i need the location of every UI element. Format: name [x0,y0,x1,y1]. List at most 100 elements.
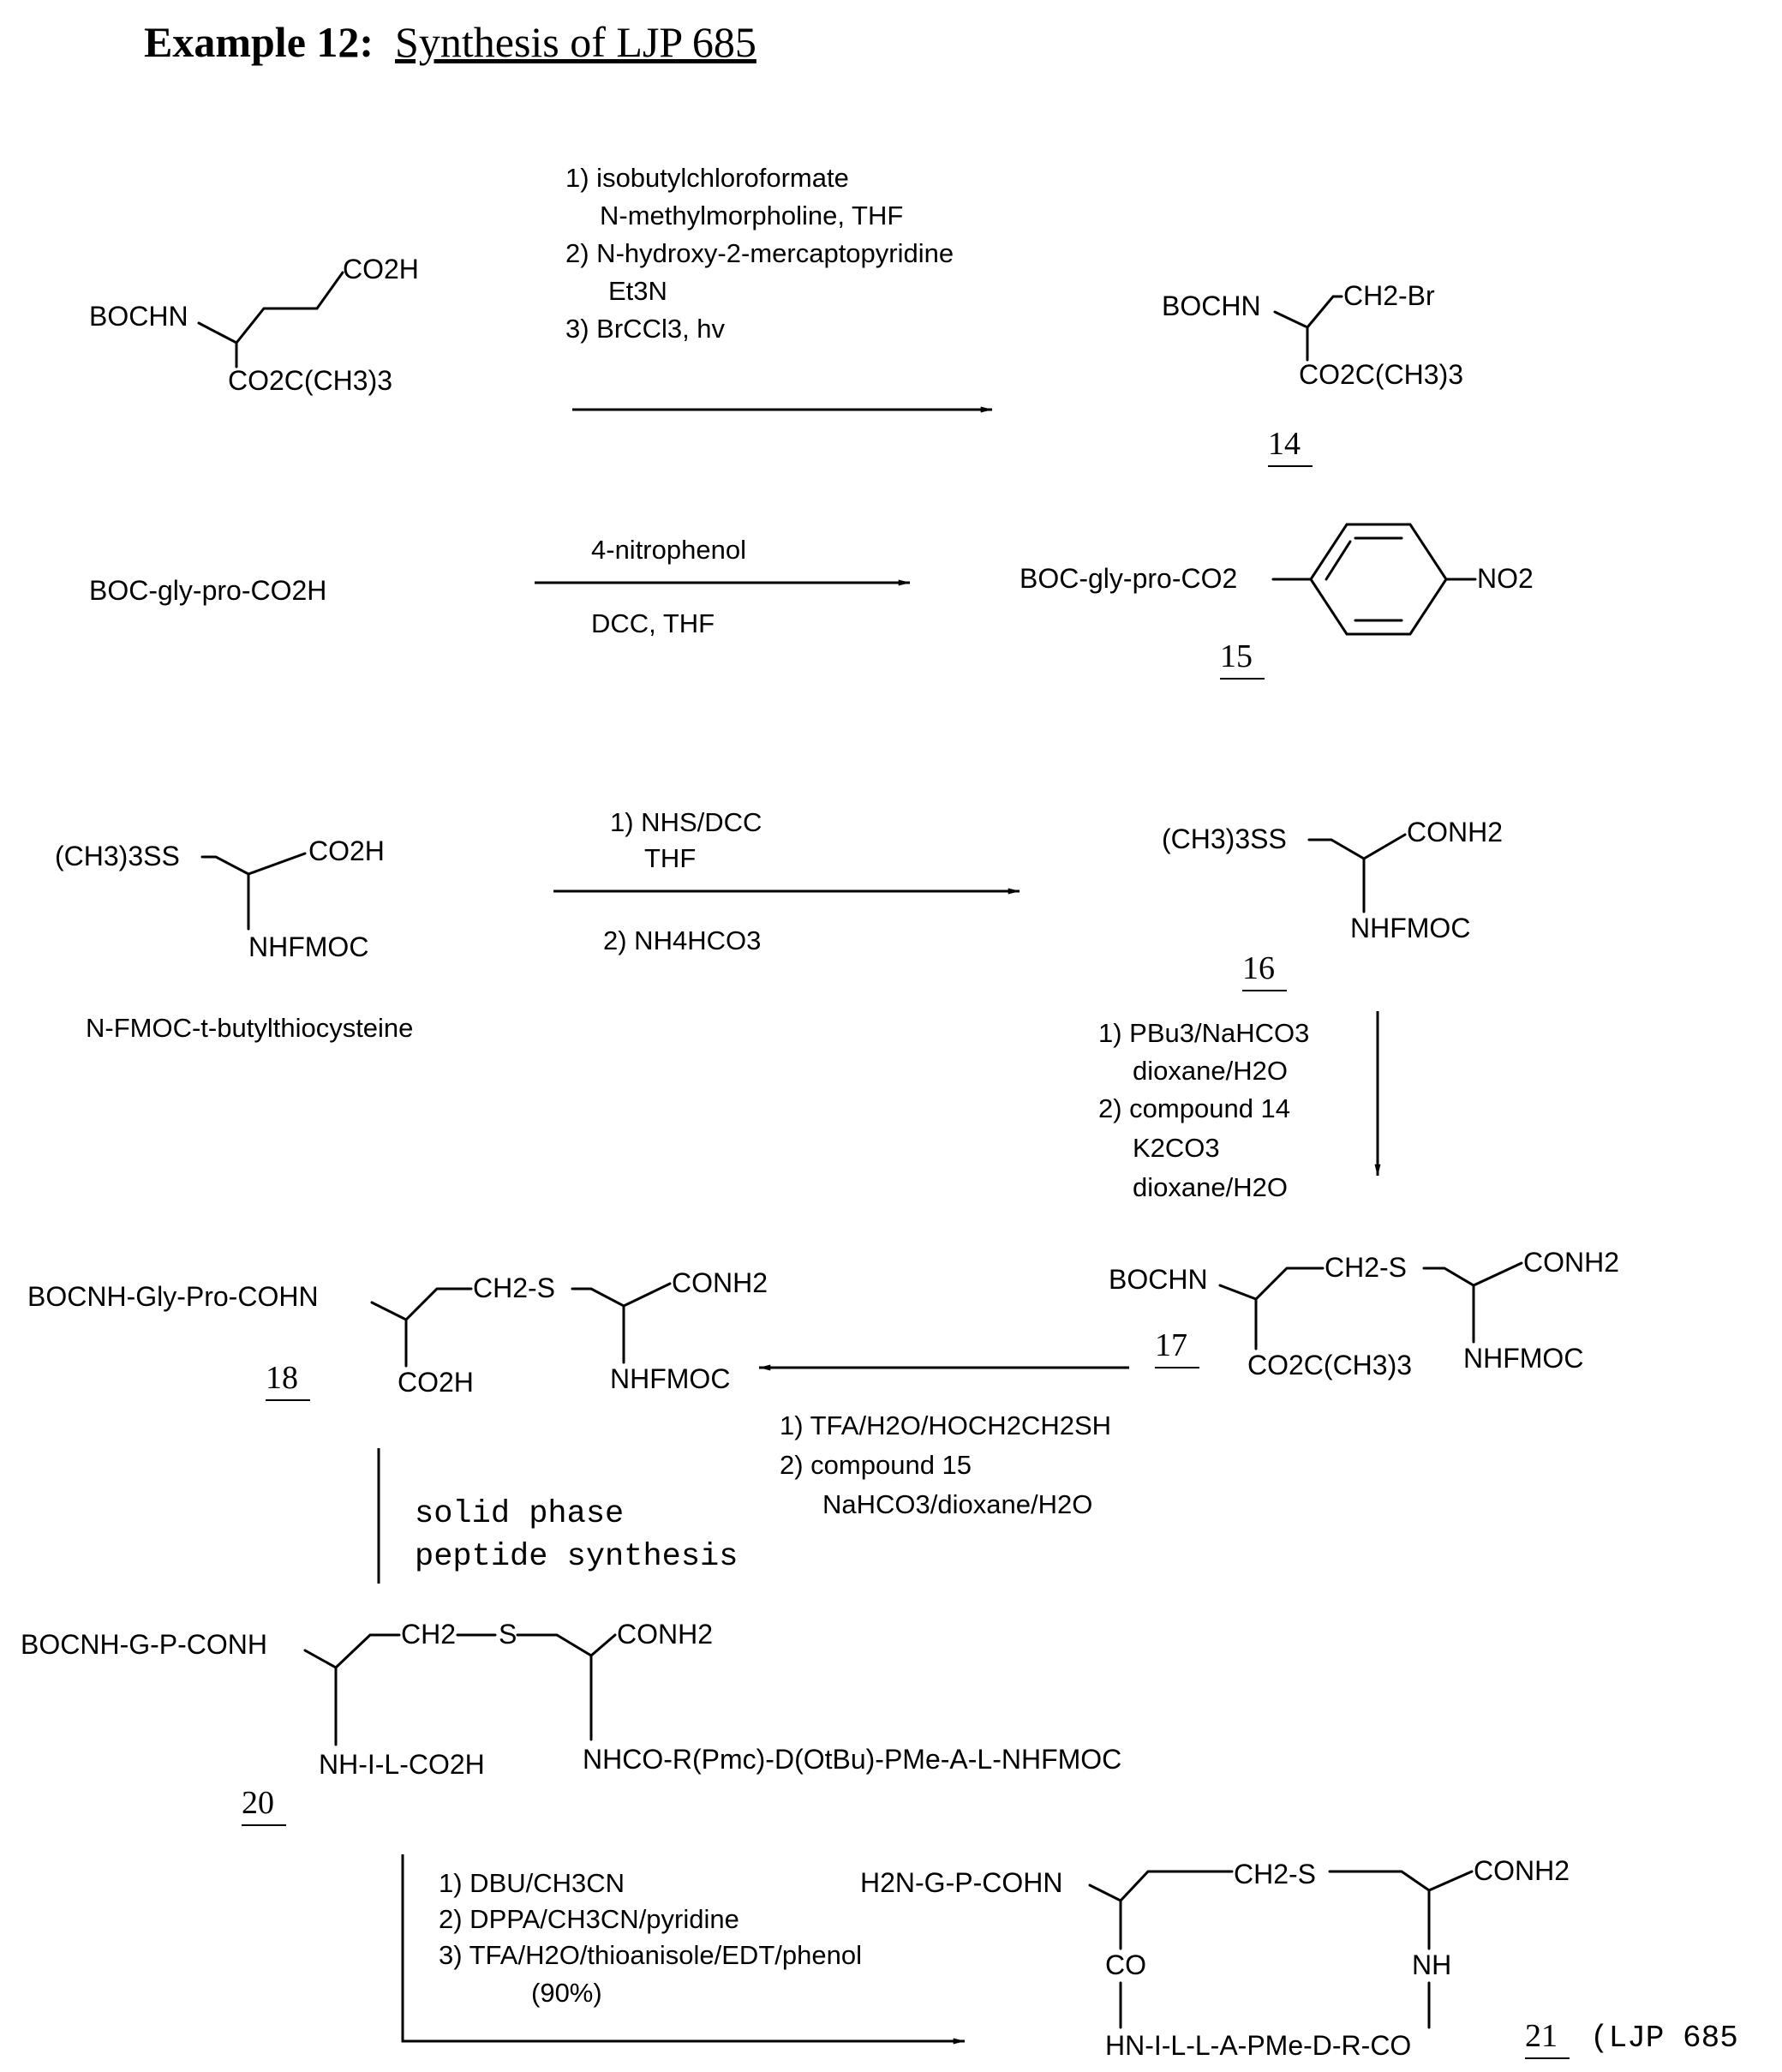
sm3-name: N-FMOC-t-butylthiocysteine [86,1013,413,1043]
cpd21-name: (LJP 685 [1590,2021,1738,2056]
sm3-chain-bonds [202,853,305,874]
cpd16-chain-bonds [1309,835,1405,859]
cpd20-label: 20 [242,1785,274,1821]
step5-reagent-3: NaHCO3/dioxane/H2O [822,1489,1092,1519]
cpd17-amine-label: NHFMOC [1463,1343,1583,1374]
step6-reagent-2: peptide synthesis [415,1539,738,1575]
step1-reagent-2: N-methylmorpholine, THF [600,201,903,231]
cpd21-left-label: H2N-G-P-COHN [860,1867,1062,1898]
step5-reagent-1: 1) TFA/H2O/HOCH2CH2SH [780,1410,1111,1440]
cpd20-left-bonds [305,1635,399,1668]
cpd20-amide-label: CONH2 [617,1619,713,1650]
compound-15: BOC-gly-pro-CO2 NO2 15 [1020,524,1534,679]
cpd21-right-bonds [1330,1871,1472,1890]
cpd18-left-bonds [372,1289,471,1320]
step1-reagent-4: Et3N [608,276,667,306]
cpd16-label: 16 [1242,950,1275,986]
cpd20-chain2-label: NHCO-R(Pmc)-D(OtBu)-PMe-A-L-NHFMOC [583,1744,1121,1775]
step3-conditions: 1) NHS/DCC THF 2) NH4HCO3 [553,807,1020,955]
cpd17-ester-label: CO2C(CH3)3 [1247,1350,1412,1380]
cpd20-s-label: S [499,1619,517,1650]
cpd21-label: 21 [1525,2018,1558,2054]
cpd21-nh-label: NH [1412,1949,1451,1980]
glutamate-starting-material: BOCHN CO2H CO2C(CH3)3 [89,254,419,396]
step7-yield: (90%) [531,1978,602,2008]
cpd18-amide-label: CONH2 [672,1267,768,1298]
cpd20-chain1-label: NH-I-L-CO2H [319,1749,485,1780]
sm1-ester-label: CO2C(CH3)3 [228,365,392,396]
step3-reagent-3: 2) NH4HCO3 [603,925,761,955]
step7-reagent-1: 1) DBU/CH3CN [439,1868,625,1898]
step2-row: BOC-gly-pro-CO2H 4-nitrophenol DCC, THF [89,535,910,638]
cpd14-side-label: CH2-Br [1343,280,1435,311]
cpd16-amide-label: CONH2 [1407,817,1503,847]
cpd15-label: 15 [1220,638,1253,674]
step1-reagent-1: 1) isobutylchloroformate [565,163,849,193]
cpd17-right-bonds [1424,1263,1522,1285]
cpd15-left-label: BOC-gly-pro-CO2 [1020,563,1237,594]
cysteine-starting-material: (CH3)3SS CO2H NHFMOC N-FMOC-t-butylthioc… [55,835,413,1043]
step4-reagent-4: K2CO3 [1133,1133,1220,1163]
sm1-boc-label: BOCHN [89,301,188,332]
cpd17-boc-label: BOCHN [1109,1264,1208,1295]
step2-reagent-bottom: DCC, THF [591,608,715,638]
step7-reagent-2: 2) DPPA/CH3CN/pyridine [439,1904,739,1934]
step1-conditions: 1) isobutylchloroformate N-methylmorphol… [565,163,992,410]
cpd15-benzene-ring [1311,524,1446,634]
cpd17-label: 17 [1155,1327,1187,1363]
step4-reagent-2: dioxane/H2O [1133,1056,1288,1086]
step3-reagent-1: 1) NHS/DCC [610,807,762,837]
cpd15-ring-double-bonds [1326,538,1402,620]
cpd18-ch2s-label: CH2-S [473,1273,555,1303]
cpd20-right-bonds [457,1635,615,1656]
cpd21-bottom-label: HN-I-L-L-A-PMe-D-R-CO [1105,2030,1411,2061]
sm3-side-label: (CH3)3SS [55,841,180,871]
step4-reagent-3: 2) compound 14 [1098,1093,1290,1123]
cpd14-ester-label: CO2C(CH3)3 [1299,359,1463,390]
step6-reagent-1: solid phase [415,1496,624,1532]
cpd20-left-label: BOCNH-G-P-CONH [21,1629,267,1660]
cpd18-amine-label: NHFMOC [610,1363,730,1394]
step2-reagent-top: 4-nitrophenol [591,535,746,565]
compound-16: (CH3)3SS CONH2 NHFMOC 16 [1162,817,1503,991]
cpd14-label: 14 [1268,426,1301,462]
cpd21-amide-label: CONH2 [1474,1855,1570,1886]
step1-reagent-5: 3) BrCCl3, hv [565,314,726,344]
cpd14-boc-label: BOCHN [1162,290,1261,321]
sm2-label: BOC-gly-pro-CO2H [89,575,326,606]
compound-18: BOCNH-Gly-Pro-COHN CH2-S CONH2 CO2H NHFM… [27,1267,768,1400]
compound-21: H2N-G-P-COHN CH2-S CONH2 CO NH HN-I-L-L-… [860,1855,1738,2061]
cpd21-co-label: CO [1105,1949,1146,1980]
sm3-acid-label: CO2H [308,835,385,866]
cpd18-label: 18 [266,1360,298,1396]
cpd21-ch2s-label: CH2-S [1234,1859,1316,1889]
cpd17-ch2s-label: CH2-S [1325,1252,1407,1283]
cpd20-ch2-label: CH2 [401,1619,456,1650]
cpd16-amine-label: NHFMOC [1350,913,1470,943]
step6-conditions: solid phase peptide synthesis [379,1448,738,1584]
cpd18-left-label: BOCNH-Gly-Pro-COHN [27,1281,319,1312]
cpd18-right-bonds [572,1284,670,1306]
step1-reagent-3: 2) N-hydroxy-2-mercaptopyridine [565,238,954,268]
cpd16-side-label: (CH3)3SS [1162,823,1287,854]
compound-20: BOCNH-G-P-CONH CH2 S CONH2 NH-I-L-CO2H N… [21,1619,1121,1825]
cpd17-left-bonds [1220,1268,1323,1299]
step7-reagent-3: 3) TFA/H2O/thioanisole/EDT/phenol [439,1940,862,1970]
compound-14: BOCHN CH2-Br CO2C(CH3)3 14 [1162,280,1463,466]
cpd18-acid-label: CO2H [398,1367,474,1398]
step4-conditions: 1) PBu3/NaHCO3 dioxane/H2O 2) compound 1… [1098,1011,1378,1202]
step4-reagent-1: 1) PBu3/NaHCO3 [1098,1018,1309,1048]
sm1-chain-bonds [199,272,343,343]
step3-reagent-2: THF [644,843,696,873]
compound-17: BOCHN CH2-S CONH2 CO2C(CH3)3 NHFMOC 17 [1109,1247,1619,1380]
sm3-amine-label: NHFMOC [248,931,368,962]
step5-conditions: 1) TFA/H2O/HOCH2CH2SH 2) compound 15 NaH… [759,1368,1129,1519]
step4-reagent-5: dioxane/H2O [1133,1172,1288,1202]
cpd14-bonds [1275,296,1342,327]
step5-reagent-2: 2) compound 15 [780,1450,972,1480]
cpd15-nitro-label: NO2 [1477,563,1534,594]
sm1-acid-label: CO2H [343,254,419,284]
cpd21-left-bonds [1090,1871,1232,1901]
cpd17-amide-label: CONH2 [1523,1247,1619,1278]
